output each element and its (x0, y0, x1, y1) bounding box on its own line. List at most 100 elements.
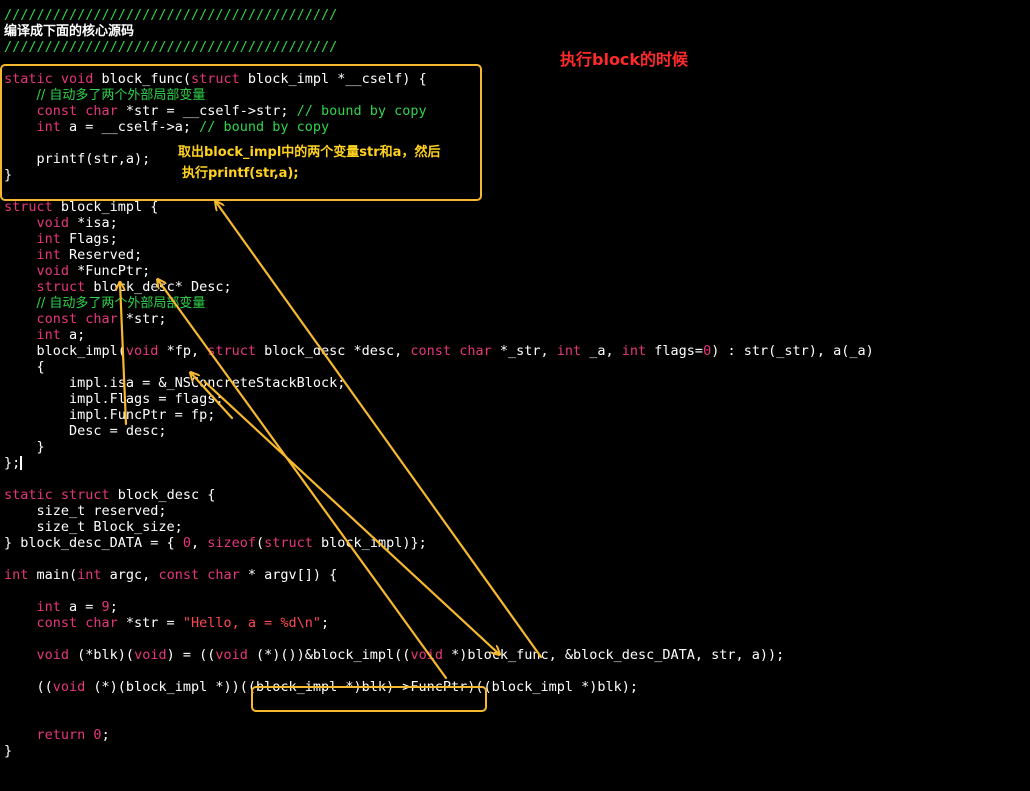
code-line: void (*blk)(void) = ((void (*)())&block_… (4, 647, 874, 663)
code-token: ( (256, 535, 265, 551)
code-token: (( (4, 679, 53, 695)
code-token: sizeof (207, 535, 256, 551)
code-line: static struct block_desc { (4, 487, 874, 503)
code-line: const char *str = __cself->str; // bound… (4, 103, 874, 119)
code-token: ////////////////////////////////////////… (4, 39, 338, 55)
code-line: } (4, 743, 874, 759)
code-token: } block_desc_DATA = { (4, 535, 183, 551)
code-line: struct block_desc* Desc; (4, 279, 874, 295)
code-token: *str; (125, 311, 167, 327)
code-token: _a, (589, 343, 622, 359)
code-token: int (36, 247, 70, 263)
code-line: int main(int argc, const char * argv[]) … (4, 567, 874, 583)
code-token: Desc = desc; (4, 423, 167, 439)
code-token: block_impl( (4, 343, 126, 359)
code-line: int a; (4, 327, 874, 343)
code-line: struct block_impl { (4, 199, 874, 215)
code-token: return (36, 727, 94, 743)
code-token: const char (410, 343, 500, 359)
code-line: int Flags; (4, 231, 874, 247)
code-token: int (36, 327, 70, 343)
code-line: 编译成下面的核心源码 (4, 23, 874, 39)
code-line: int a = 9; (4, 599, 874, 615)
code-line (4, 551, 874, 567)
code-token (4, 647, 37, 663)
code-token (4, 727, 37, 743)
code-token: void (36, 215, 78, 231)
code-token: int (4, 567, 37, 583)
code-token (4, 311, 37, 327)
code-token: impl.isa = &_NSConcreteStackBlock; (4, 375, 346, 391)
code-token: block_desc* Desc; (93, 279, 232, 295)
code-token: impl.FuncPtr = fp; (4, 407, 216, 423)
code-token (4, 247, 37, 263)
code-token: int (621, 343, 655, 359)
code-line: } (4, 439, 874, 455)
code-token: // bound by copy (199, 119, 330, 135)
annotation-note-line2: 执行printf(str,a); (182, 166, 299, 181)
code-token: struct (207, 343, 265, 359)
code-token (4, 615, 37, 631)
code-token: } (4, 439, 45, 455)
code-line: ////////////////////////////////////////… (4, 7, 874, 23)
annotation-note-line1: 取出block_impl中的两个变量str和a，然后 (178, 145, 441, 160)
code-token: const char (158, 567, 248, 583)
code-token: block_impl)}; (321, 535, 427, 551)
code-token: 0 (703, 343, 712, 359)
code-line: ////////////////////////////////////////… (4, 39, 874, 55)
code-token: 0 (182, 535, 191, 551)
code-token: void (134, 647, 167, 663)
code-line: impl.Flags = flags; (4, 391, 874, 407)
code-token (4, 599, 37, 615)
code-line: impl.FuncPtr = fp; (4, 407, 874, 423)
code-token: size_t reserved; (4, 503, 167, 519)
code-line: // 自动多了两个外部局部变量 (4, 295, 874, 311)
code-token: 0 (93, 727, 102, 743)
code-token: ) : str(_str), a(_a) (711, 343, 874, 359)
code-token: * argv[]) { (247, 567, 338, 583)
code-token: a = (69, 599, 102, 615)
code-token: struct (36, 279, 94, 295)
code-token: block_impl { (60, 199, 159, 215)
code-line: void *isa; (4, 215, 874, 231)
code-token: *str = (125, 615, 183, 631)
code-line: const char *str; (4, 311, 874, 327)
code-token: { (4, 359, 45, 375)
code-line (4, 471, 874, 487)
code-token: argc, (109, 567, 159, 583)
code-token: Reserved; (69, 247, 143, 263)
code-token: 编译成下面的核心源码 (4, 24, 135, 39)
code-token: static void (4, 71, 102, 87)
code-token: ////////////////////////////////////////… (4, 7, 338, 23)
code-token (4, 327, 37, 343)
code-token: *str = __cself->str; (125, 103, 297, 119)
code-token: // 自动多了两个外部局部变量 (36, 88, 206, 103)
code-token: *_str, (499, 343, 557, 359)
block-func-highlight-box (0, 64, 482, 201)
code-line: const char *str = "Hello, a = %d\n"; (4, 615, 874, 631)
code-token: *isa; (77, 215, 118, 231)
code-token: int (77, 567, 110, 583)
code-token: const char (36, 311, 126, 327)
code-token: } (4, 167, 13, 183)
code-line: { (4, 359, 874, 375)
code-token: int (556, 343, 590, 359)
code-token: (*)())&block_impl(( (256, 647, 411, 663)
code-token (4, 231, 37, 247)
code-line: size_t Block_size; (4, 519, 874, 535)
code-token: int (36, 599, 70, 615)
code-token: const char (36, 103, 126, 119)
code-line (4, 711, 874, 727)
code-token: struct (4, 199, 61, 215)
code-token: main( (36, 567, 78, 583)
code-token: *fp, (166, 343, 208, 359)
code-token: int (36, 119, 70, 135)
code-token: struct (264, 535, 322, 551)
code-token: ; (109, 599, 118, 615)
code-token: flags= (654, 343, 704, 359)
code-token: (*blk)( (77, 647, 135, 663)
code-line: size_t reserved; (4, 503, 874, 519)
code-token: static struct (4, 487, 118, 503)
code-token: void (52, 679, 94, 695)
code-token: printf(str,a); (4, 151, 151, 167)
